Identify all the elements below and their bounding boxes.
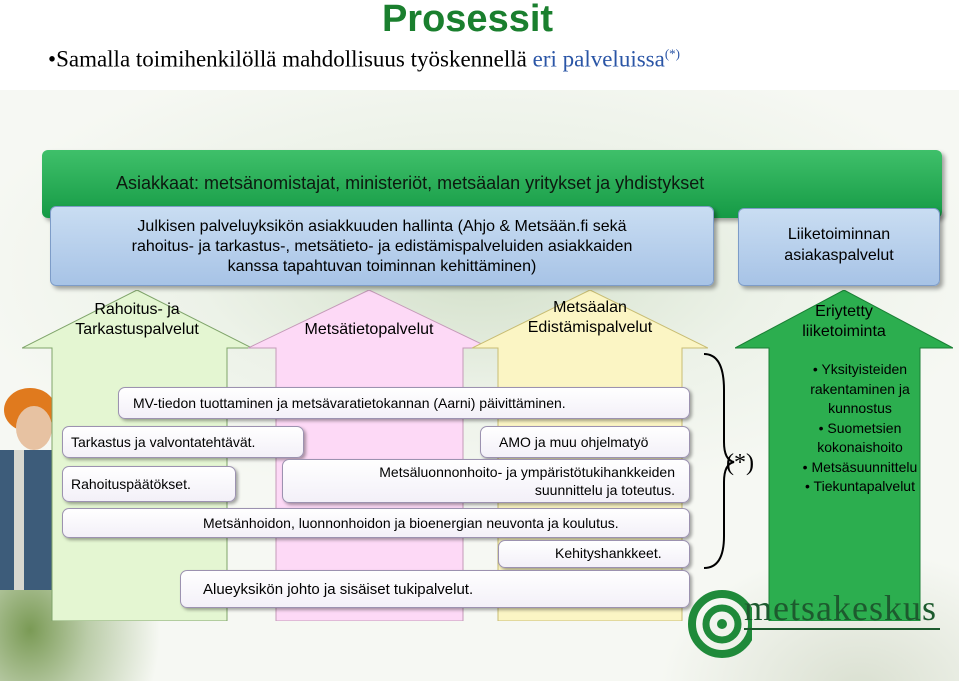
logo-text: metsakeskus xyxy=(744,590,937,626)
public-unit-line-2: rahoitus- ja tarkastus-, metsätieto- ja … xyxy=(132,238,633,255)
list-item-text: Suometsien xyxy=(827,420,901,436)
subtitle-highlight-text: eri palveluissa xyxy=(533,47,665,72)
task-neuvonta-text: Metsänhoidon, luonnonhoidon ja bioenergi… xyxy=(203,515,619,532)
task-johto: Alueyksikön johto ja sisäiset tukipalvel… xyxy=(180,570,690,608)
list-item: kokonaishoito xyxy=(770,438,950,458)
task-neuvonta: Metsänhoidon, luonnonhoidon ja bioenergi… xyxy=(62,508,690,538)
subtitle-footnote-marker: (*) xyxy=(665,46,680,61)
bullet-icon: • xyxy=(805,478,814,494)
column-edistamis-label-1: Metsäalan xyxy=(472,298,708,318)
column-metsatieto-label-2: Metsätietopalvelut xyxy=(248,320,490,340)
task-johto-text: Alueyksikön johto ja sisäiset tukipalvel… xyxy=(203,581,473,598)
column-edistamis-label-2: Edistämispalvelut xyxy=(472,318,708,338)
subtitle-main-text: Samalla toimihenkilöllä mahdollisuus työ… xyxy=(56,47,527,72)
list-item-text: Yksityisteiden xyxy=(821,361,907,377)
list-item: • Suometsien xyxy=(770,419,950,439)
column-eriytetty-label-2: liiketoiminta xyxy=(735,322,953,342)
list-item: kunnostus xyxy=(770,399,950,419)
business-services-list: • Yksityisteiden rakentaminen ja kunnost… xyxy=(770,360,950,497)
task-rahoitus: Rahoituspäätökset. xyxy=(62,466,236,502)
public-unit-line-3: kanssa tapahtuvan toiminnan kehittäminen… xyxy=(228,258,537,275)
list-item: • Yksityisteiden xyxy=(770,360,950,380)
column-eriytetty-label-1: Eriytetty xyxy=(735,302,953,322)
task-amo-text: AMO ja muu ohjelmatyö xyxy=(499,434,648,451)
business-unit-line-1: Liiketoiminnan xyxy=(788,226,890,243)
list-item: • Tiekuntapalvelut xyxy=(770,477,950,497)
business-customer-service-box: Liiketoiminnan asiakaspalvelut xyxy=(738,208,940,286)
subtitle: •Samalla toimihenkilöllä mahdollisuus ty… xyxy=(48,46,680,73)
list-item-text: rakentaminen ja xyxy=(810,381,910,397)
task-tarkastus: Tarkastus ja valvontatehtävät. xyxy=(62,426,304,458)
task-mv-text: MV-tiedon tuottaminen ja metsävaratietok… xyxy=(133,395,566,412)
list-item: rakentaminen ja xyxy=(770,380,950,400)
page-title: Prosessit xyxy=(0,0,935,41)
public-service-unit-box: Julkisen palveluyksikön asiakkuuden hall… xyxy=(50,206,714,286)
column-rahoitus-label-2: Tarkastuspalvelut xyxy=(22,320,252,340)
list-item-text: kunnostus xyxy=(828,400,892,416)
task-luonnonhoito: Metsäluonnonhoito- ja ympäristötukihankk… xyxy=(282,459,690,503)
column-rahoitus-label-1: Rahoitus- ja xyxy=(22,300,252,320)
footnote-marker: (*) xyxy=(726,450,754,477)
subtitle-bullet: • xyxy=(48,47,56,72)
task-amo: AMO ja muu ohjelmatyö xyxy=(480,426,690,458)
business-unit-line-2: asiakaspalvelut xyxy=(784,247,893,264)
metsakeskus-logo-icon xyxy=(688,586,752,658)
customers-band-text: Asiakkaat: metsänomistajat, ministeriöt,… xyxy=(116,173,704,194)
logo-underline xyxy=(744,628,940,630)
task-tarkastus-text: Tarkastus ja valvontatehtävät. xyxy=(71,434,255,451)
list-item: • Metsäsuunnittelu xyxy=(770,458,950,478)
public-unit-line-1: Julkisen palveluyksikön asiakkuuden hall… xyxy=(137,218,626,235)
task-kehitys: Kehityshankkeet. xyxy=(498,540,690,568)
task-luonnonhoito-text-2: suunnittelu ja toteutus. xyxy=(535,482,675,499)
task-mv-tiedon: MV-tiedon tuottaminen ja metsävaratietok… xyxy=(118,387,690,419)
task-luonnonhoito-text-1: Metsäluonnonhoito- ja ympäristötukihankk… xyxy=(379,464,675,481)
task-kehitys-text: Kehityshankkeet. xyxy=(555,545,662,562)
task-rahoitus-text: Rahoituspäätökset. xyxy=(71,476,191,493)
list-item-text: Tiekuntapalvelut xyxy=(814,478,915,494)
list-item-text: Metsäsuunnittelu xyxy=(811,459,917,475)
list-item-text: kokonaishoito xyxy=(817,439,903,455)
